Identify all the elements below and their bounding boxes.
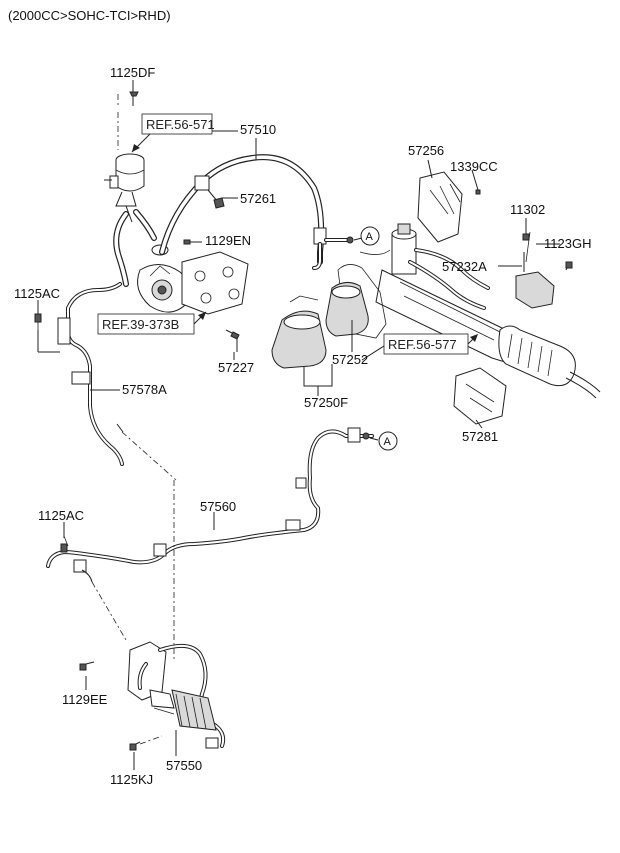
label-1129en: 1129EN xyxy=(205,233,251,248)
label-1125ac-bottom: 1125AC xyxy=(38,508,84,523)
ref-56-571-label: REF.56-571 xyxy=(146,117,215,132)
connector-a-bottom: A xyxy=(369,431,398,451)
bracket-57256 xyxy=(417,171,481,243)
bolt-1123gh-icon xyxy=(565,261,573,269)
label-57560: 57560 xyxy=(200,499,236,514)
label-1129ee: 1129EE xyxy=(62,692,108,707)
ref-39-373b-box: REF.39-373B xyxy=(97,311,207,335)
label-1125kj: 1125KJ xyxy=(110,772,153,787)
label-57232a: 57232A xyxy=(442,259,487,274)
oil-cooler-57550 xyxy=(79,641,226,751)
ref-56-577-box: REF.56-577 xyxy=(361,333,478,361)
label-1339cc: 1339CC xyxy=(450,159,498,174)
bracket-57232a xyxy=(515,231,573,309)
connector-a-top: A xyxy=(353,226,380,246)
cooler-pipe-57560 xyxy=(46,427,374,583)
variant-header: (2000CC>SOHC-TCI>RHD) xyxy=(8,8,171,23)
bolt-1129ee-icon xyxy=(79,663,87,671)
reservoir-assembly xyxy=(104,82,157,287)
heat-shield-group xyxy=(271,264,387,396)
ref-39-373b-label: REF.39-373B xyxy=(102,317,179,332)
label-57550: 57550 xyxy=(166,758,202,773)
label-57252: 57252 xyxy=(332,352,368,367)
bolt-1339cc-icon xyxy=(475,189,481,195)
label-57510: 57510 xyxy=(240,122,276,137)
shield-57281 xyxy=(453,367,507,425)
connector-a-top-label: A xyxy=(366,231,374,243)
label-1125df: 1125DF xyxy=(110,65,155,80)
bolt-57227-icon xyxy=(230,331,240,340)
ref-56-577-label: REF.56-577 xyxy=(388,337,457,352)
bolt-1125df-icon xyxy=(129,91,139,97)
label-57261: 57261 xyxy=(240,191,276,206)
label-57256: 57256 xyxy=(408,143,444,158)
bolt-1125kj-icon xyxy=(129,743,137,751)
label-1125ac-top: 1125AC xyxy=(14,286,60,301)
label-1123gh: 1123GH xyxy=(544,236,591,251)
connector-a-bottom-label: A xyxy=(384,436,392,448)
clip-1125ac-top-icon xyxy=(34,313,42,323)
return-line-57578a xyxy=(34,282,124,466)
ref-56-571-box: REF.56-571 xyxy=(131,113,215,153)
label-11302: 11302 xyxy=(510,202,545,217)
label-57250f: 57250F xyxy=(304,395,348,410)
label-57227: 57227 xyxy=(218,360,254,375)
pressure-hose-57510 xyxy=(159,154,354,270)
bolt-11302-icon xyxy=(522,233,530,241)
label-57578a: 57578A xyxy=(122,382,167,397)
pump-assembly xyxy=(137,239,249,352)
steering-gear-assembly xyxy=(359,223,601,399)
leader-lines xyxy=(37,80,560,770)
clip-1125ac-bottom-icon xyxy=(60,543,68,553)
bolt-1129en-icon xyxy=(183,239,191,245)
label-57281: 57281 xyxy=(462,429,498,444)
